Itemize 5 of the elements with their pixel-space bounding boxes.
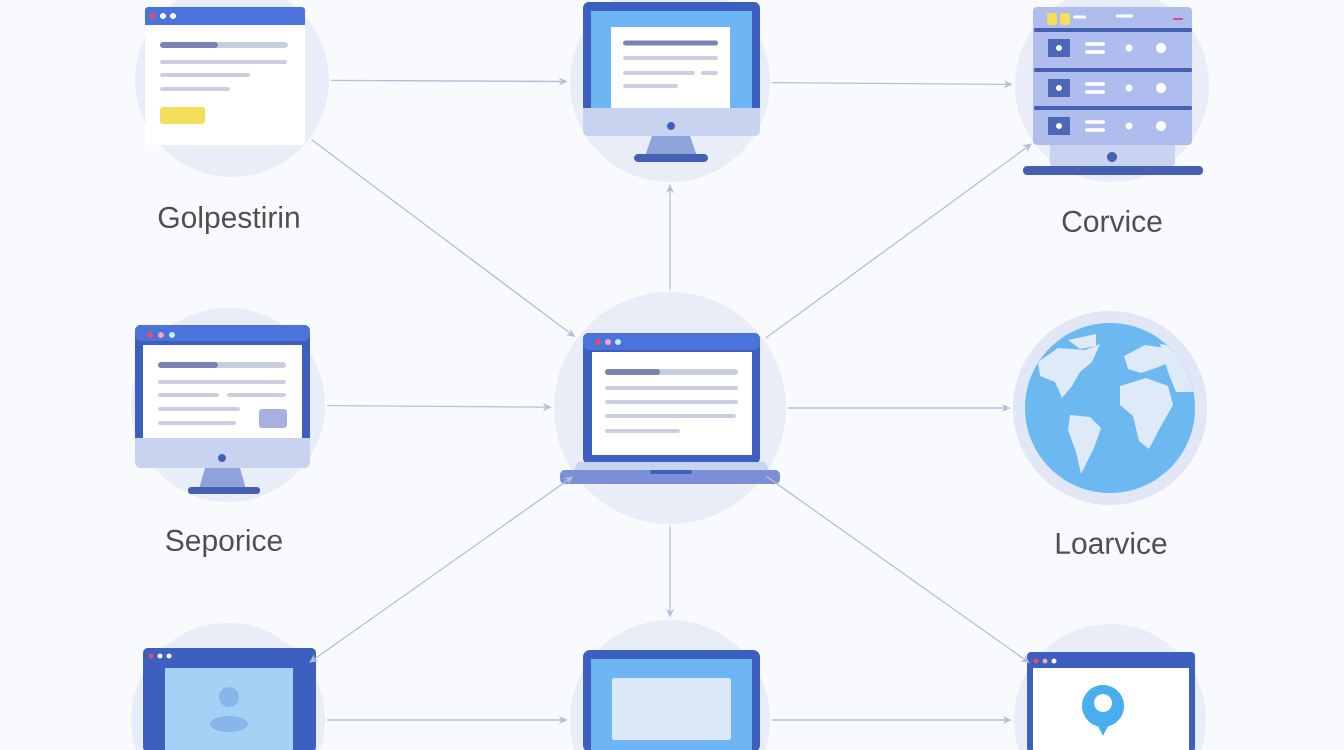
node-label: Corvice (1062, 210, 1162, 233)
node-label: Seporice (166, 529, 282, 557)
arrow (764, 143, 1032, 339)
node-label: Loarvice (1056, 532, 1167, 555)
node-label: Golpestirin (158, 206, 299, 234)
